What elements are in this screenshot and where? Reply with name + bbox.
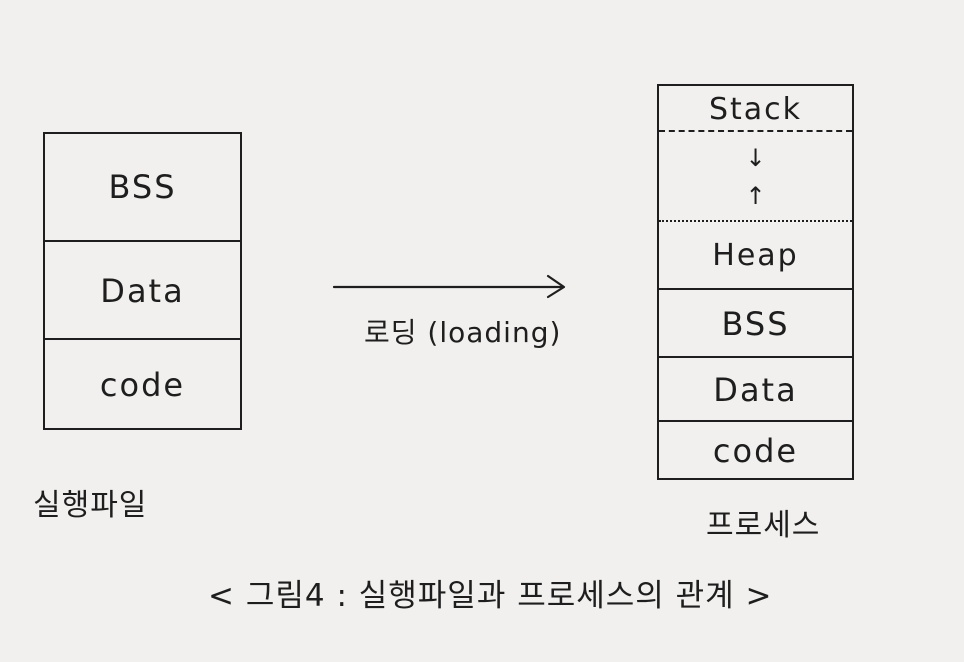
figure-caption: < 그림4 : 실행파일과 프로세스의 관계 >	[208, 578, 773, 614]
proc-segment-stack: Stack	[708, 91, 803, 127]
process-box: Stack ↓ ↑ Heap BSS Data code	[657, 84, 854, 480]
proc-segment-heap: Heap	[712, 237, 799, 273]
proc-segment-data: Data	[659, 356, 852, 422]
proc-segment-bss: BSS	[659, 288, 852, 358]
heap-boundary-line	[659, 220, 852, 222]
exec-segment-code: code	[45, 338, 240, 430]
exec-segment-bss: BSS	[108, 168, 177, 206]
heap-grow-up-icon: ↑	[745, 182, 766, 210]
stack-grow-down-icon: ↓	[745, 144, 766, 172]
stack-boundary-line	[659, 130, 852, 132]
loading-label: 로딩 (loading)	[364, 316, 562, 349]
process-label: 프로세스	[706, 508, 821, 543]
loading-arrow	[332, 274, 566, 299]
executable-label: 실행파일	[33, 488, 148, 523]
proc-segment-code: code	[659, 420, 852, 480]
exec-segment-data: Data	[45, 240, 240, 340]
executable-box: BSS Data code	[43, 132, 242, 430]
